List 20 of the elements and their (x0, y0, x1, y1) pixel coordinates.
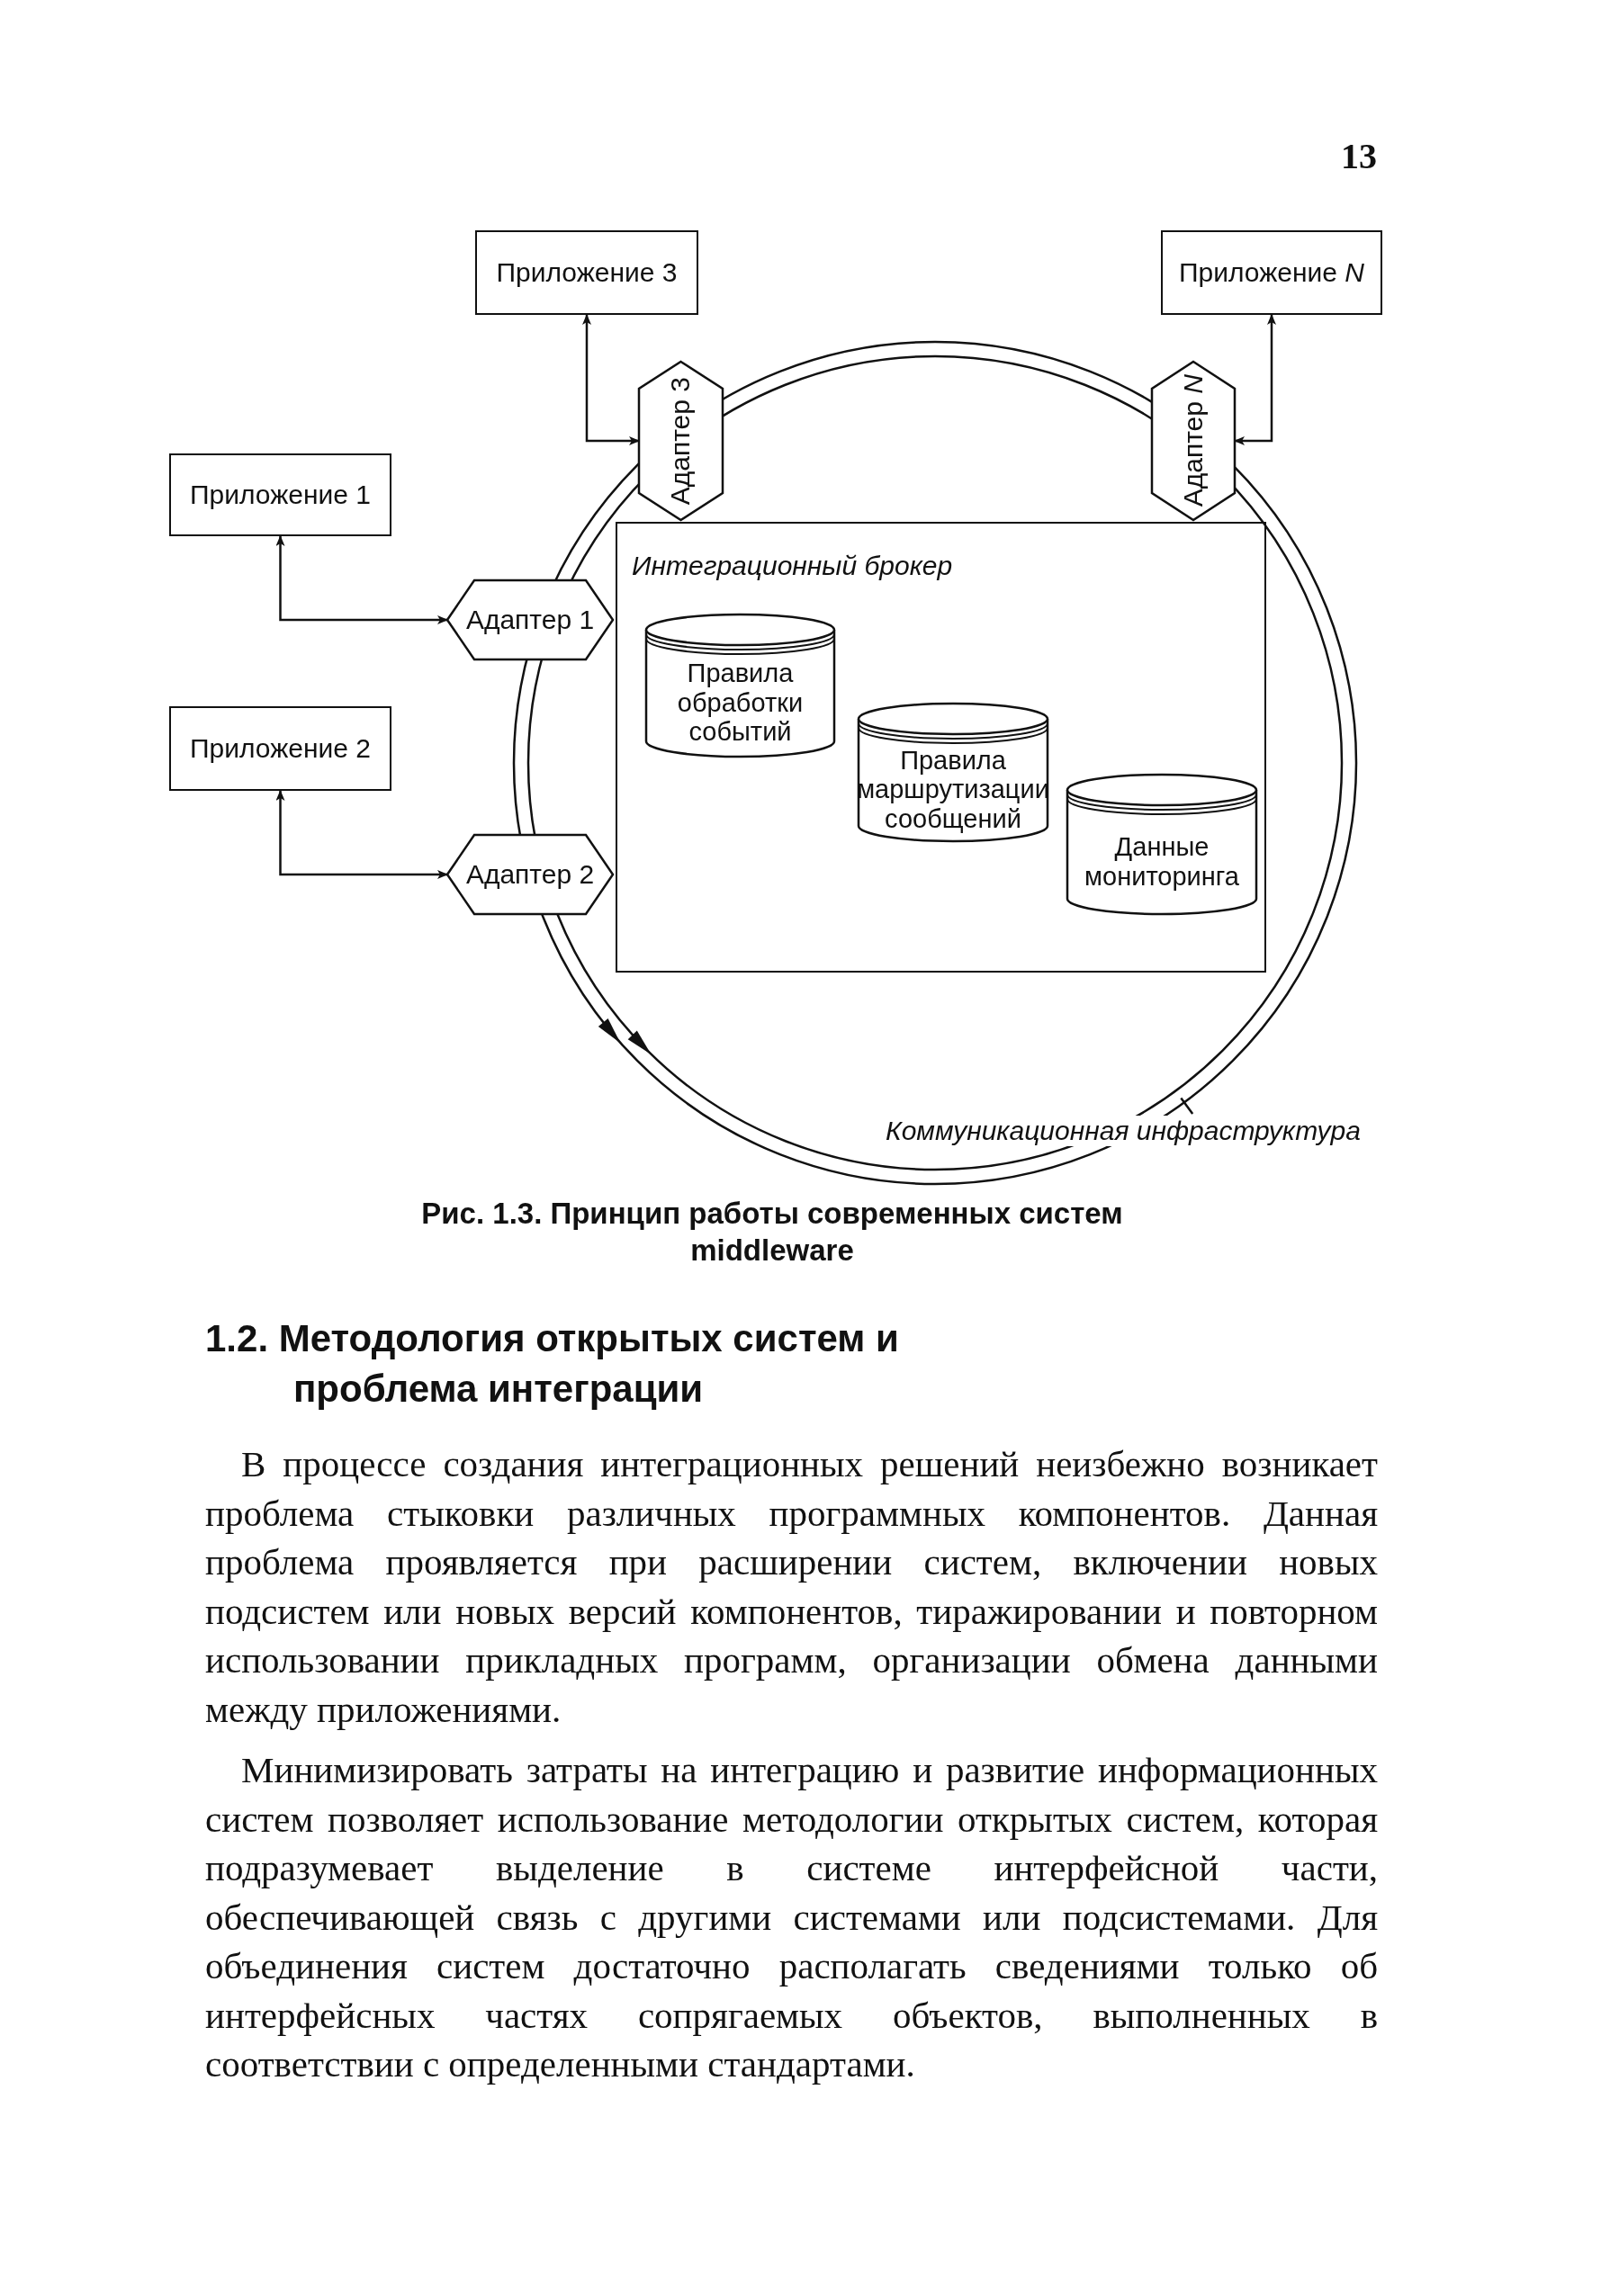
broker-box (616, 522, 1266, 973)
double-arrow (275, 535, 448, 624)
leader-line (1180, 1097, 1194, 1115)
figure-caption: Рис. 1.3. Принцип работы современных систем middleware (420, 1196, 1124, 1269)
section-heading: 1.2. Методология открытых систем и проблема интеграции (205, 1316, 900, 1412)
body-paragraph: В процессе создания интеграционных решений неизбежно возникает проблема стыковки различных программных компонентов. Данная проблема проявляется при расширении систем, включении новых подсистем или новых версий компонентов, тиражировании и повторном использовании прикладных программ, организации обмена данными между приложениями. (205, 1442, 1378, 1732)
database-cylinder: Данные мониторинга (1066, 775, 1257, 914)
double-arrow (275, 790, 448, 879)
page-number: 13 (1340, 135, 1377, 177)
application-box: Приложение 1 (169, 453, 391, 536)
database-cylinder: Правила обработки событий (645, 614, 835, 757)
box-title: Интеграционный брокер (632, 551, 953, 582)
application-box: Приложение 3 (475, 230, 698, 315)
database-cylinder: Правила маршрутизации сообщений (858, 704, 1048, 841)
application-box: Приложение N (1161, 230, 1382, 315)
adapter-hexagon: Адаптер 2 (447, 835, 613, 914)
double-arrow (582, 314, 640, 445)
adapter-hexagon: Адаптер 1 (447, 580, 613, 659)
body-paragraph: Минимизировать затраты на интеграцию и развитие информационных систем позволяет использование методологии открытых систем, которая подразумевает выделение в системе интерфейсной части, обеспечивающей связь с другими системами или подсистемами. Для объединения систем достаточно располагать сведениями только об интерфейсных частях сопрягаемых объектов, выполненных в соответствии с определенными стандартами. (205, 1748, 1378, 2086)
application-box: Приложение 2 (169, 706, 391, 791)
